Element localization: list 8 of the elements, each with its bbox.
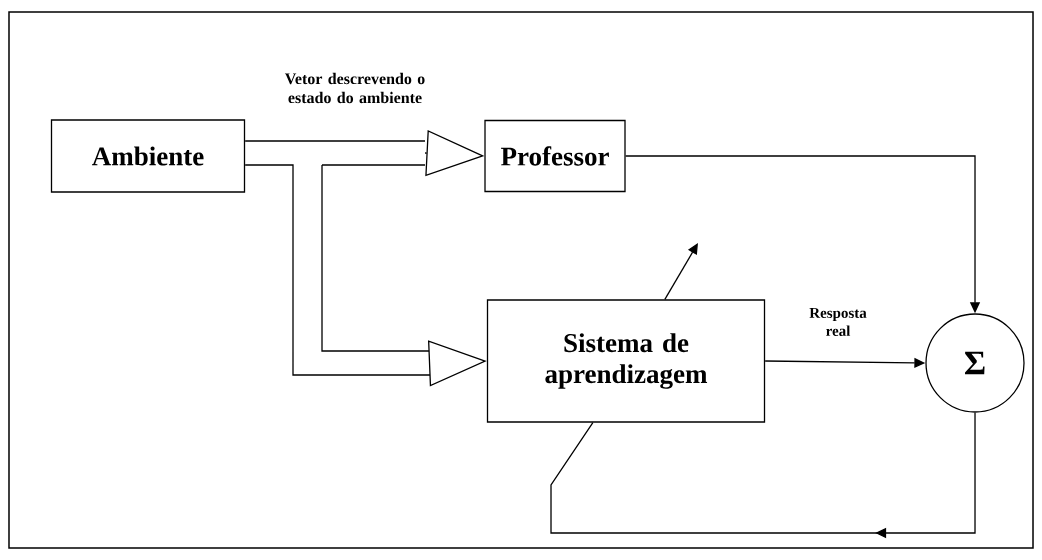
- arrow: [550, 412, 976, 539]
- process-box: Sistema de aprendizagem: [486, 299, 766, 423]
- process-box: Professor: [484, 119, 626, 193]
- arrow: [664, 243, 698, 300]
- edge-label: Vetor descrevendo o estado do ambiente: [284, 72, 425, 104]
- summing-junction: Σ: [925, 313, 1025, 413]
- edge-label: Resposta real: [809, 308, 867, 336]
- process-box: Ambiente: [50, 119, 246, 193]
